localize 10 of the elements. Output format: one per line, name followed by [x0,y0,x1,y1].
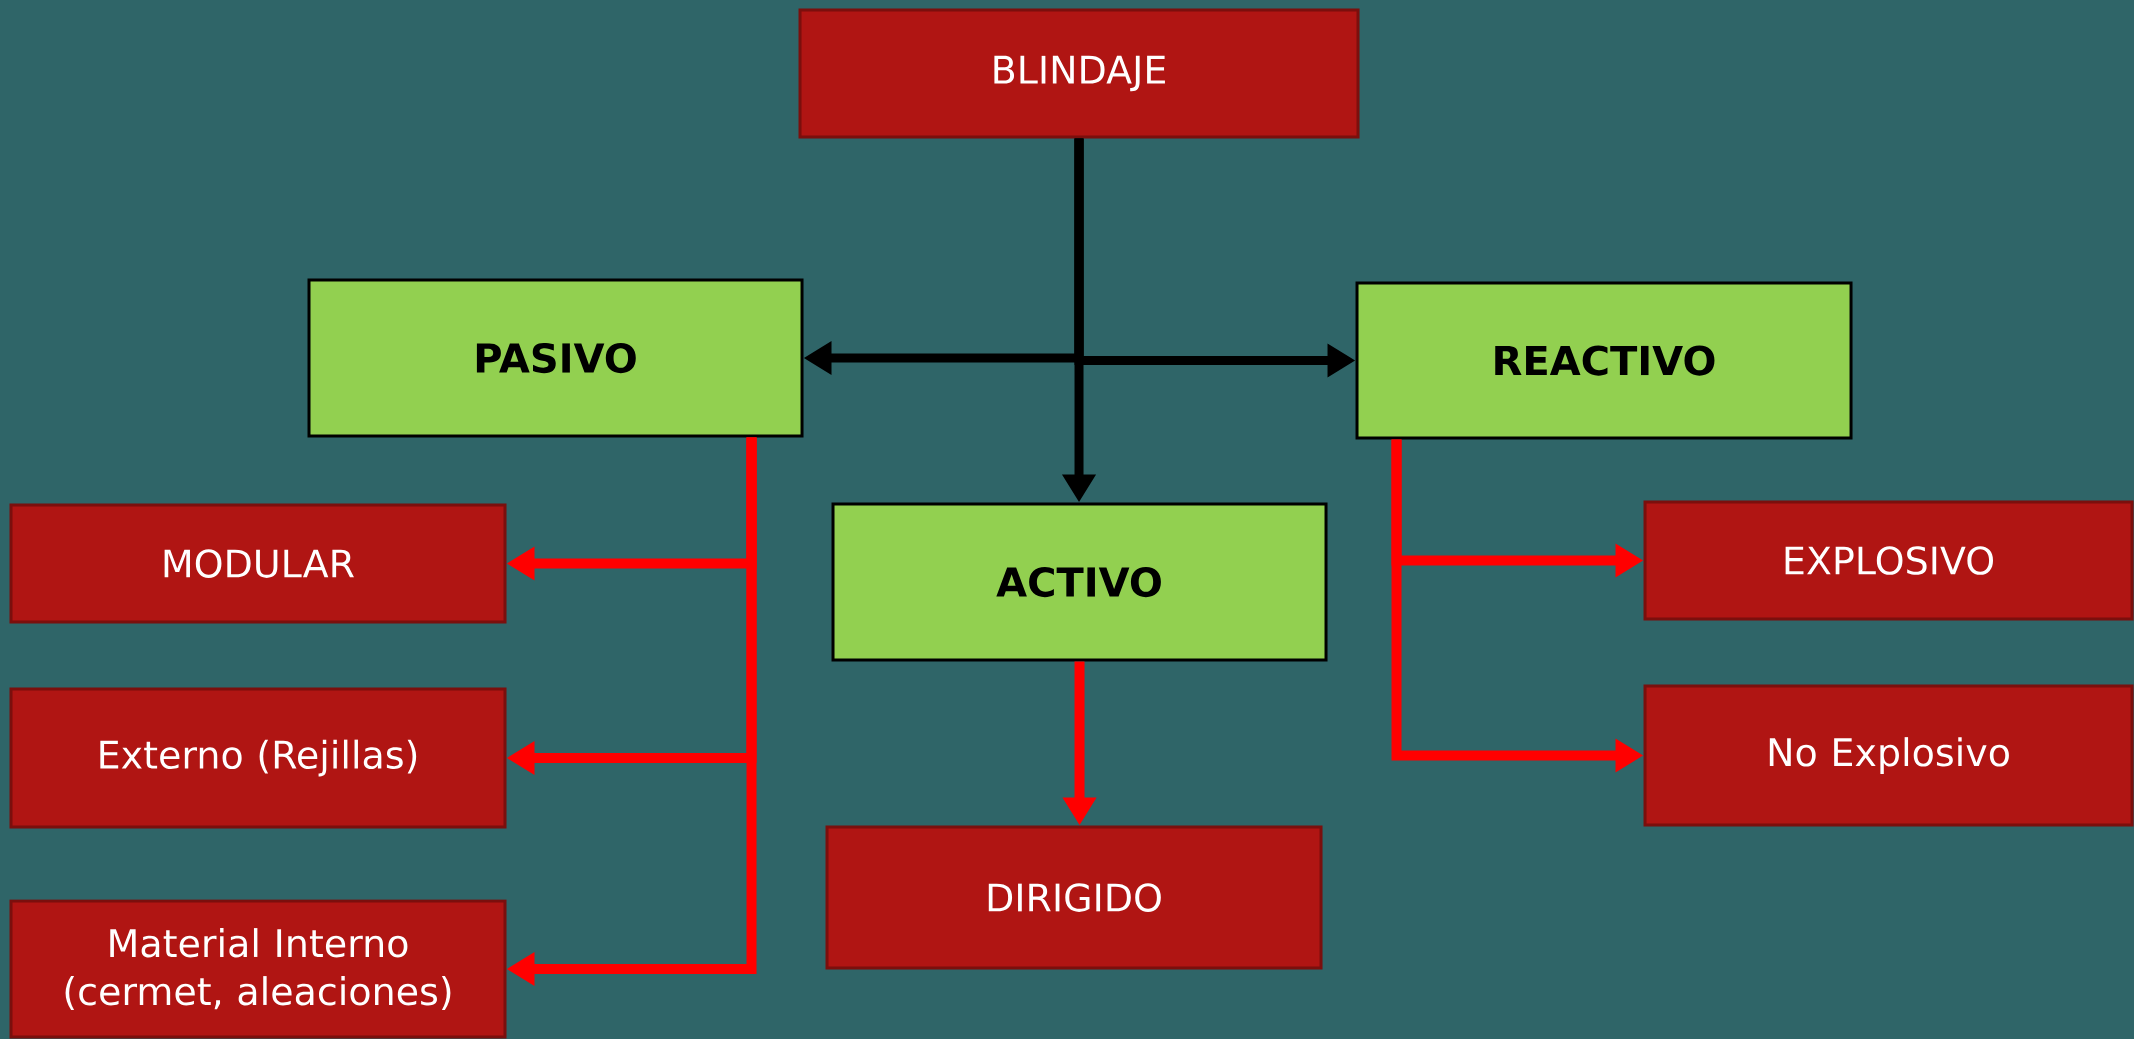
type-box: DIRIGIDO [825,825,1323,970]
category-box: PASIVO [307,278,804,438]
type-box: BLINDAJE [798,8,1360,139]
type-box: Externo (Rejillas) [9,687,507,829]
type-box: MODULAR [9,503,507,624]
type-box: EXPLOSIVO [1643,500,2134,621]
category-box: ACTIVO [831,502,1328,662]
category-box: REACTIVO [1355,281,1853,440]
type-box: Material Interno (cermet, aleaciones) [9,899,507,1039]
type-box: No Explosivo [1643,684,2134,827]
